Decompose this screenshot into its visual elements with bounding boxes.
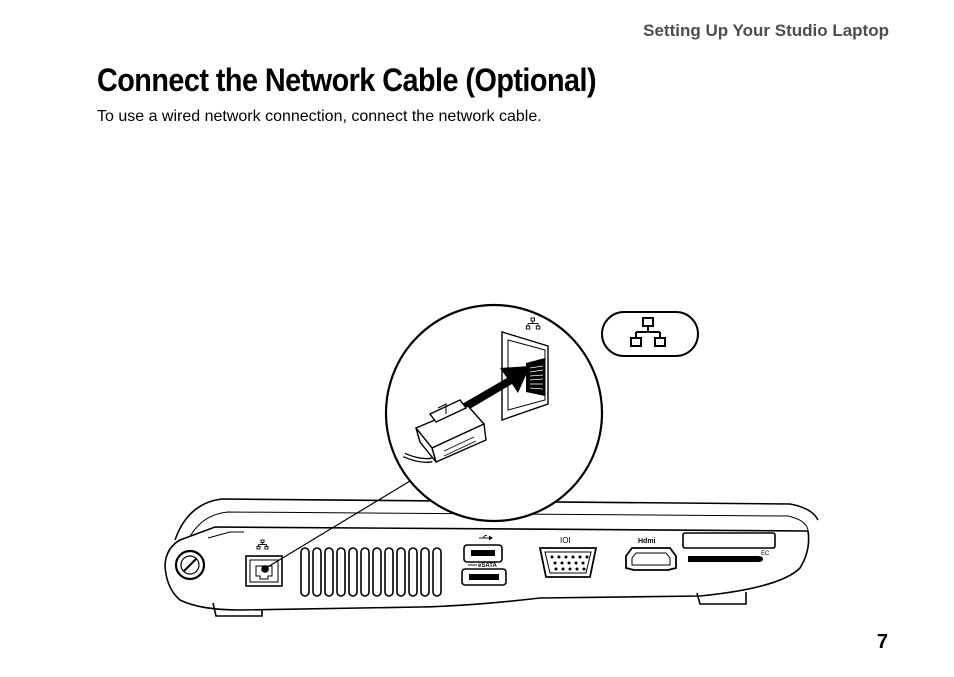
esata-label: eSATA — [478, 563, 497, 569]
usb-port[interactable] — [463, 544, 503, 563]
inset-network-icon — [525, 317, 541, 330]
hdmi-icon: Hdmi — [638, 538, 656, 545]
usb-esata-port[interactable] — [461, 568, 507, 586]
intro-text: To use a wired network connection, conne… — [97, 108, 542, 125]
page-number: 7 — [876, 631, 888, 653]
security-lock-slot — [174, 549, 206, 581]
air-vents — [300, 547, 442, 597]
insert-arrow — [462, 366, 530, 410]
page-title: Connect the Network Cable (Optional) — [97, 62, 597, 98]
usb-icon — [479, 535, 493, 541]
network-icon — [630, 317, 666, 347]
vga-icon: IOI — [560, 536, 571, 545]
magnified-inset — [384, 303, 604, 523]
network-cable-plug — [402, 399, 487, 463]
hdmi-port[interactable] — [625, 547, 677, 571]
running-header: Setting Up Your Studio Laptop — [643, 21, 889, 40]
network-icon-callout — [601, 311, 699, 357]
usb-esata-icon: eSATA — [468, 563, 497, 569]
vga-port[interactable] — [538, 547, 598, 578]
expresscard-slot[interactable] — [682, 532, 776, 562]
expresscard-icon: EC — [761, 551, 770, 557]
callout-leader-line — [265, 477, 416, 569]
network-port[interactable] — [245, 555, 283, 587]
network-port-icon — [256, 539, 269, 550]
